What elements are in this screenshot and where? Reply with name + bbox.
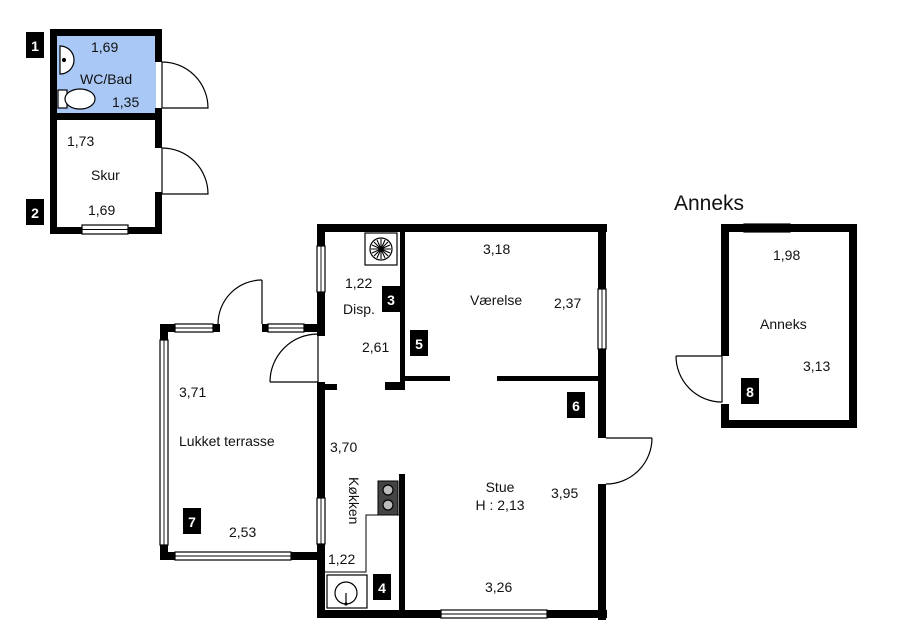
stove-icon [377,480,399,516]
toilet-icon [57,88,96,110]
ventilation-icon [364,232,398,266]
svg-text:5: 5 [415,336,423,352]
stue-width-label: 3,95 [551,485,578,501]
svg-text:8: 8 [746,384,754,400]
marker-8: 8 [741,378,759,404]
koekken-width-label: 3,70 [330,439,357,455]
anneks-title: Anneks [674,192,744,215]
terrasse-depth-label: 2,53 [229,524,256,540]
vaerelse-depth-label: 2,37 [554,295,581,311]
sink-icon [59,45,75,75]
terrasse-width-label: 3,71 [179,384,206,400]
vaerelse-room-name: Værelse [470,292,522,308]
anneks-width-label: 1,98 [773,247,800,263]
marker-2: 2 [26,199,44,225]
disp-width-label: 1,22 [345,275,372,291]
wc-room-name: WC/Bad [80,71,132,87]
svg-text:1: 1 [31,38,39,54]
marker-7: 7 [183,508,201,534]
marker-5: 5 [410,330,428,356]
anneks-door [675,355,723,403]
marker-1: 1 [26,32,44,58]
stue-height-label: H : 2,13 [475,497,524,513]
disp-door [269,333,319,383]
wc-door [161,61,209,109]
stue-door [605,437,653,485]
disp-depth-label: 2,61 [362,339,389,355]
skur-room-name: Skur [91,167,120,183]
marker-4: 4 [373,574,391,600]
wc-depth-label: 1,35 [112,94,139,110]
svg-text:4: 4 [378,580,386,596]
skur-depth-label: 1,69 [88,202,115,218]
svg-text:3: 3 [387,292,395,308]
wc-width-label: 1,69 [91,39,118,55]
disp-room-name: Disp. [343,301,375,317]
svg-text:6: 6 [572,398,580,414]
anneks-depth-label: 3,13 [803,358,830,374]
svg-text:7: 7 [188,514,196,530]
anneks-walls [721,224,857,428]
svg-text:2: 2 [31,205,39,221]
kitchen-counter [325,514,399,573]
skur-door [161,147,209,195]
koekken-room-name: Køkken [346,477,362,524]
anneks-room-name: Anneks [760,316,807,332]
stue-room-name: Stue [486,479,515,495]
koekken-depth-label: 1,22 [328,551,355,567]
marker-3: 3 [382,286,400,312]
terrasse-entry-door [217,279,263,325]
marker-6: 6 [567,392,585,418]
stue-depth-label: 3,26 [485,579,512,595]
kitchen-sink-icon [326,574,368,609]
skur-width-label: 1,73 [67,133,94,149]
windows [159,223,791,619]
terrasse-room-name: Lukket terrasse [179,433,275,449]
vaerelse-width-label: 3,18 [483,241,510,257]
